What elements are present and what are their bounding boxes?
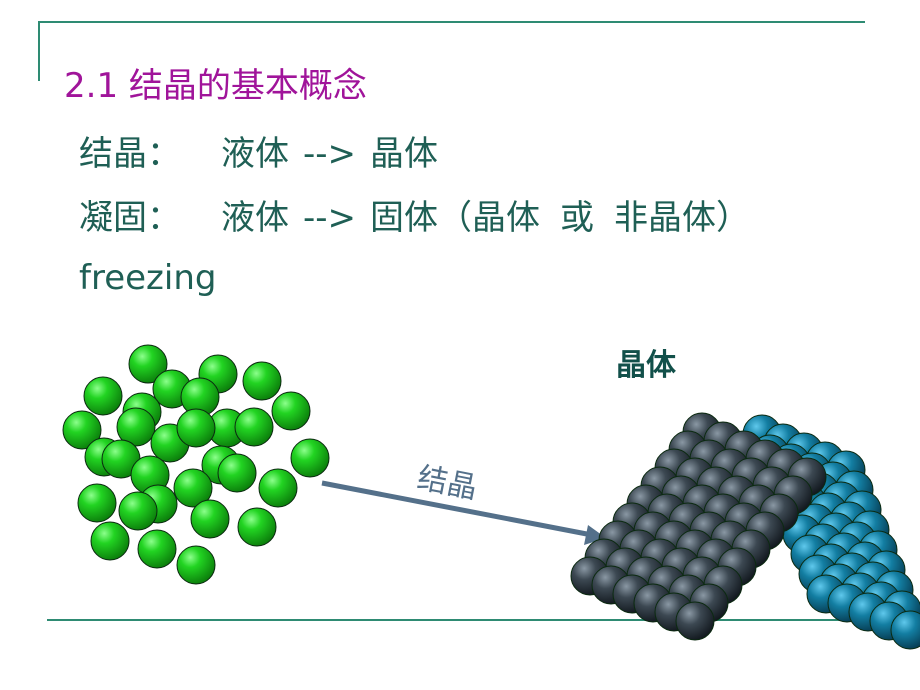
liquid-sphere [90,521,130,561]
amorphous: 非晶体） [614,198,751,238]
to-solid: 固体（晶体 [370,198,541,238]
liquid-sphere [217,453,257,493]
liquid-sphere [290,438,330,478]
liquid-sphere [234,407,274,447]
or-word: 或 [560,198,595,238]
crystal-label: 晶体 [616,348,676,383]
from-liquid: 液体 [221,134,289,174]
term-solidification: 凝固： [79,198,181,238]
liquid-sphere [77,483,117,523]
liquid-sphere [118,491,158,531]
arrow-text: --> [303,198,357,238]
crystal-sphere [675,601,715,641]
arrow-text: --> [303,134,357,174]
liquid-particles [62,344,330,585]
liquid-sphere [62,410,102,450]
definition-solidification: 凝固： 液体 --> 固体（晶体或非晶体） [79,190,750,239]
liquid-sphere [116,407,156,447]
liquid-sphere [271,391,311,431]
top-divider [38,21,865,23]
liquid-sphere [176,545,216,585]
liquid-sphere [83,376,123,416]
liquid-sphere [128,344,168,384]
liquid-sphere [242,361,282,401]
crystal-lattice [570,412,920,650]
left-accent-line [38,21,40,81]
english-term: freezing [79,258,217,298]
crystal-sphere [890,610,920,650]
crystallization-arrow [321,480,606,545]
from-liquid: 液体 [221,198,289,238]
to-crystal: 晶体 [370,134,439,174]
liquid-sphere [137,529,177,569]
liquid-sphere [173,468,213,508]
definition-crystallization: 结晶： 液体 --> 晶体 [79,126,438,175]
term-crystallization: 结晶： [79,134,181,174]
arrow-label: 结晶 [414,460,480,506]
bottom-divider [47,619,873,621]
liquid-sphere [176,408,216,448]
liquid-sphere [258,468,298,508]
liquid-sphere [190,499,230,539]
slide-title: 2.1 结晶的基本概念 [64,66,367,106]
liquid-sphere [237,507,277,547]
